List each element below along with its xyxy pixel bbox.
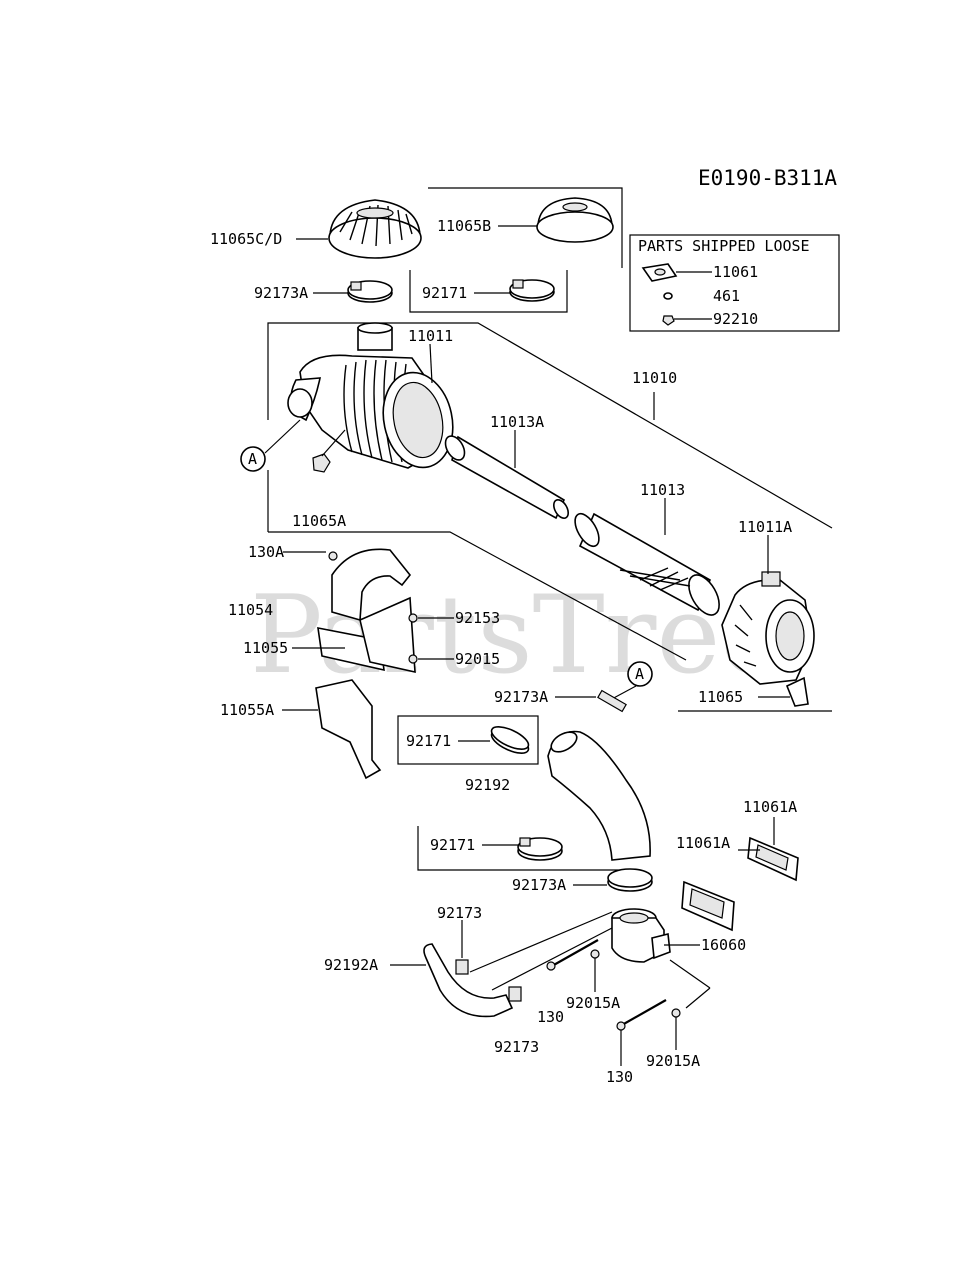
label-92173a-low: 92173A: [512, 876, 566, 894]
clamp-92173a-low-drawing: [607, 868, 653, 892]
label-11061-loose: 11061: [713, 263, 758, 281]
breather-hose-92192a-drawing: [423, 943, 522, 1018]
svg-text:A: A: [248, 450, 257, 468]
label-92015: 92015: [455, 650, 500, 668]
clamp-92173a-top-drawing: [347, 280, 393, 303]
clamp-92171-mid-drawing: [490, 726, 530, 754]
gasket-11061a-left-drawing: [681, 880, 735, 932]
outer-filter-11013-drawing: [574, 512, 720, 616]
bolt-130-a-drawing: [546, 939, 599, 971]
label-92210: 92210: [713, 310, 758, 328]
inner-filter-11013a-drawing: [444, 435, 570, 520]
adapter-16060-drawing: [611, 908, 671, 963]
label-130a: 130A: [248, 543, 284, 561]
bolt-130-b-drawing: [616, 999, 667, 1031]
label-130-b: 130: [606, 1068, 633, 1086]
label-11065cd: 11065C/D: [210, 230, 282, 248]
clamp-92171-mid-box: [397, 715, 539, 765]
bracket-assembly-drawing: [315, 548, 416, 780]
label-11054: 11054: [228, 601, 273, 619]
label-92171-mid: 92171: [406, 732, 451, 750]
gasket-11061a-right-drawing: [747, 836, 799, 882]
label-11055a: 11055A: [220, 701, 274, 719]
air-cleaner-body-drawing: [287, 322, 454, 473]
parts-shipped-loose-title: PARTS SHIPPED LOOSE: [638, 237, 810, 255]
label-11013a: 11013A: [490, 413, 544, 431]
label-16060: 16060: [701, 936, 746, 954]
clamp-92173a-mid-drawing: [597, 689, 627, 713]
label-92173a-top: 92173A: [254, 284, 308, 302]
cap-11065cd-drawing: [328, 199, 422, 259]
clamp-92171-top-drawing: [509, 279, 555, 302]
callout-a-top: A: [240, 446, 266, 472]
nut-92015a-a-drawing: [590, 949, 600, 959]
label-11011: 11011: [408, 327, 453, 345]
nut-92015a-b-drawing: [671, 1008, 681, 1018]
nut-92153-drawing: [408, 613, 418, 623]
gasket-11061-drawing: [641, 263, 678, 282]
label-92192a: 92192A: [324, 956, 378, 974]
label-92171-top: 92171: [422, 284, 467, 302]
label-130-a: 130: [537, 1008, 564, 1026]
label-11061a-right: 11061A: [743, 798, 797, 816]
label-92192: 92192: [465, 776, 510, 794]
valve-11065-drawing: [785, 676, 809, 707]
callout-a-mid: A: [627, 661, 653, 687]
label-11065: 11065: [698, 688, 743, 706]
nut-92210-drawing: [662, 315, 675, 326]
label-11065b: 11065B: [437, 217, 491, 235]
label-92173a-mid: 92173A: [494, 688, 548, 706]
label-92153: 92153: [455, 609, 500, 627]
label-461: 461: [713, 287, 740, 305]
parts-shipped-loose-box: [629, 234, 840, 332]
label-11055: 11055: [243, 639, 288, 657]
label-92173-upper: 92173: [437, 904, 482, 922]
nut-92015-drawing: [408, 654, 418, 664]
label-92171-low: 92171: [430, 836, 475, 854]
label-11065a: 11065A: [292, 512, 346, 530]
washer-461-drawing: [663, 292, 673, 300]
diagram-code: E0190-B311A: [698, 166, 837, 190]
end-cap-11011a-drawing: [721, 571, 815, 685]
cap-11065b-drawing: [536, 197, 614, 243]
label-11011a: 11011A: [738, 518, 792, 536]
label-11010: 11010: [632, 369, 677, 387]
intake-hose-drawing: [547, 730, 651, 861]
label-92173-lower: 92173: [494, 1038, 539, 1056]
label-92015a-b: 92015A: [646, 1052, 700, 1070]
label-11061a-left: 11061A: [676, 834, 730, 852]
svg-text:A: A: [635, 665, 644, 683]
label-11013: 11013: [640, 481, 685, 499]
clamp-92171-low-drawing: [517, 837, 563, 861]
label-92015a-a: 92015A: [566, 994, 620, 1012]
